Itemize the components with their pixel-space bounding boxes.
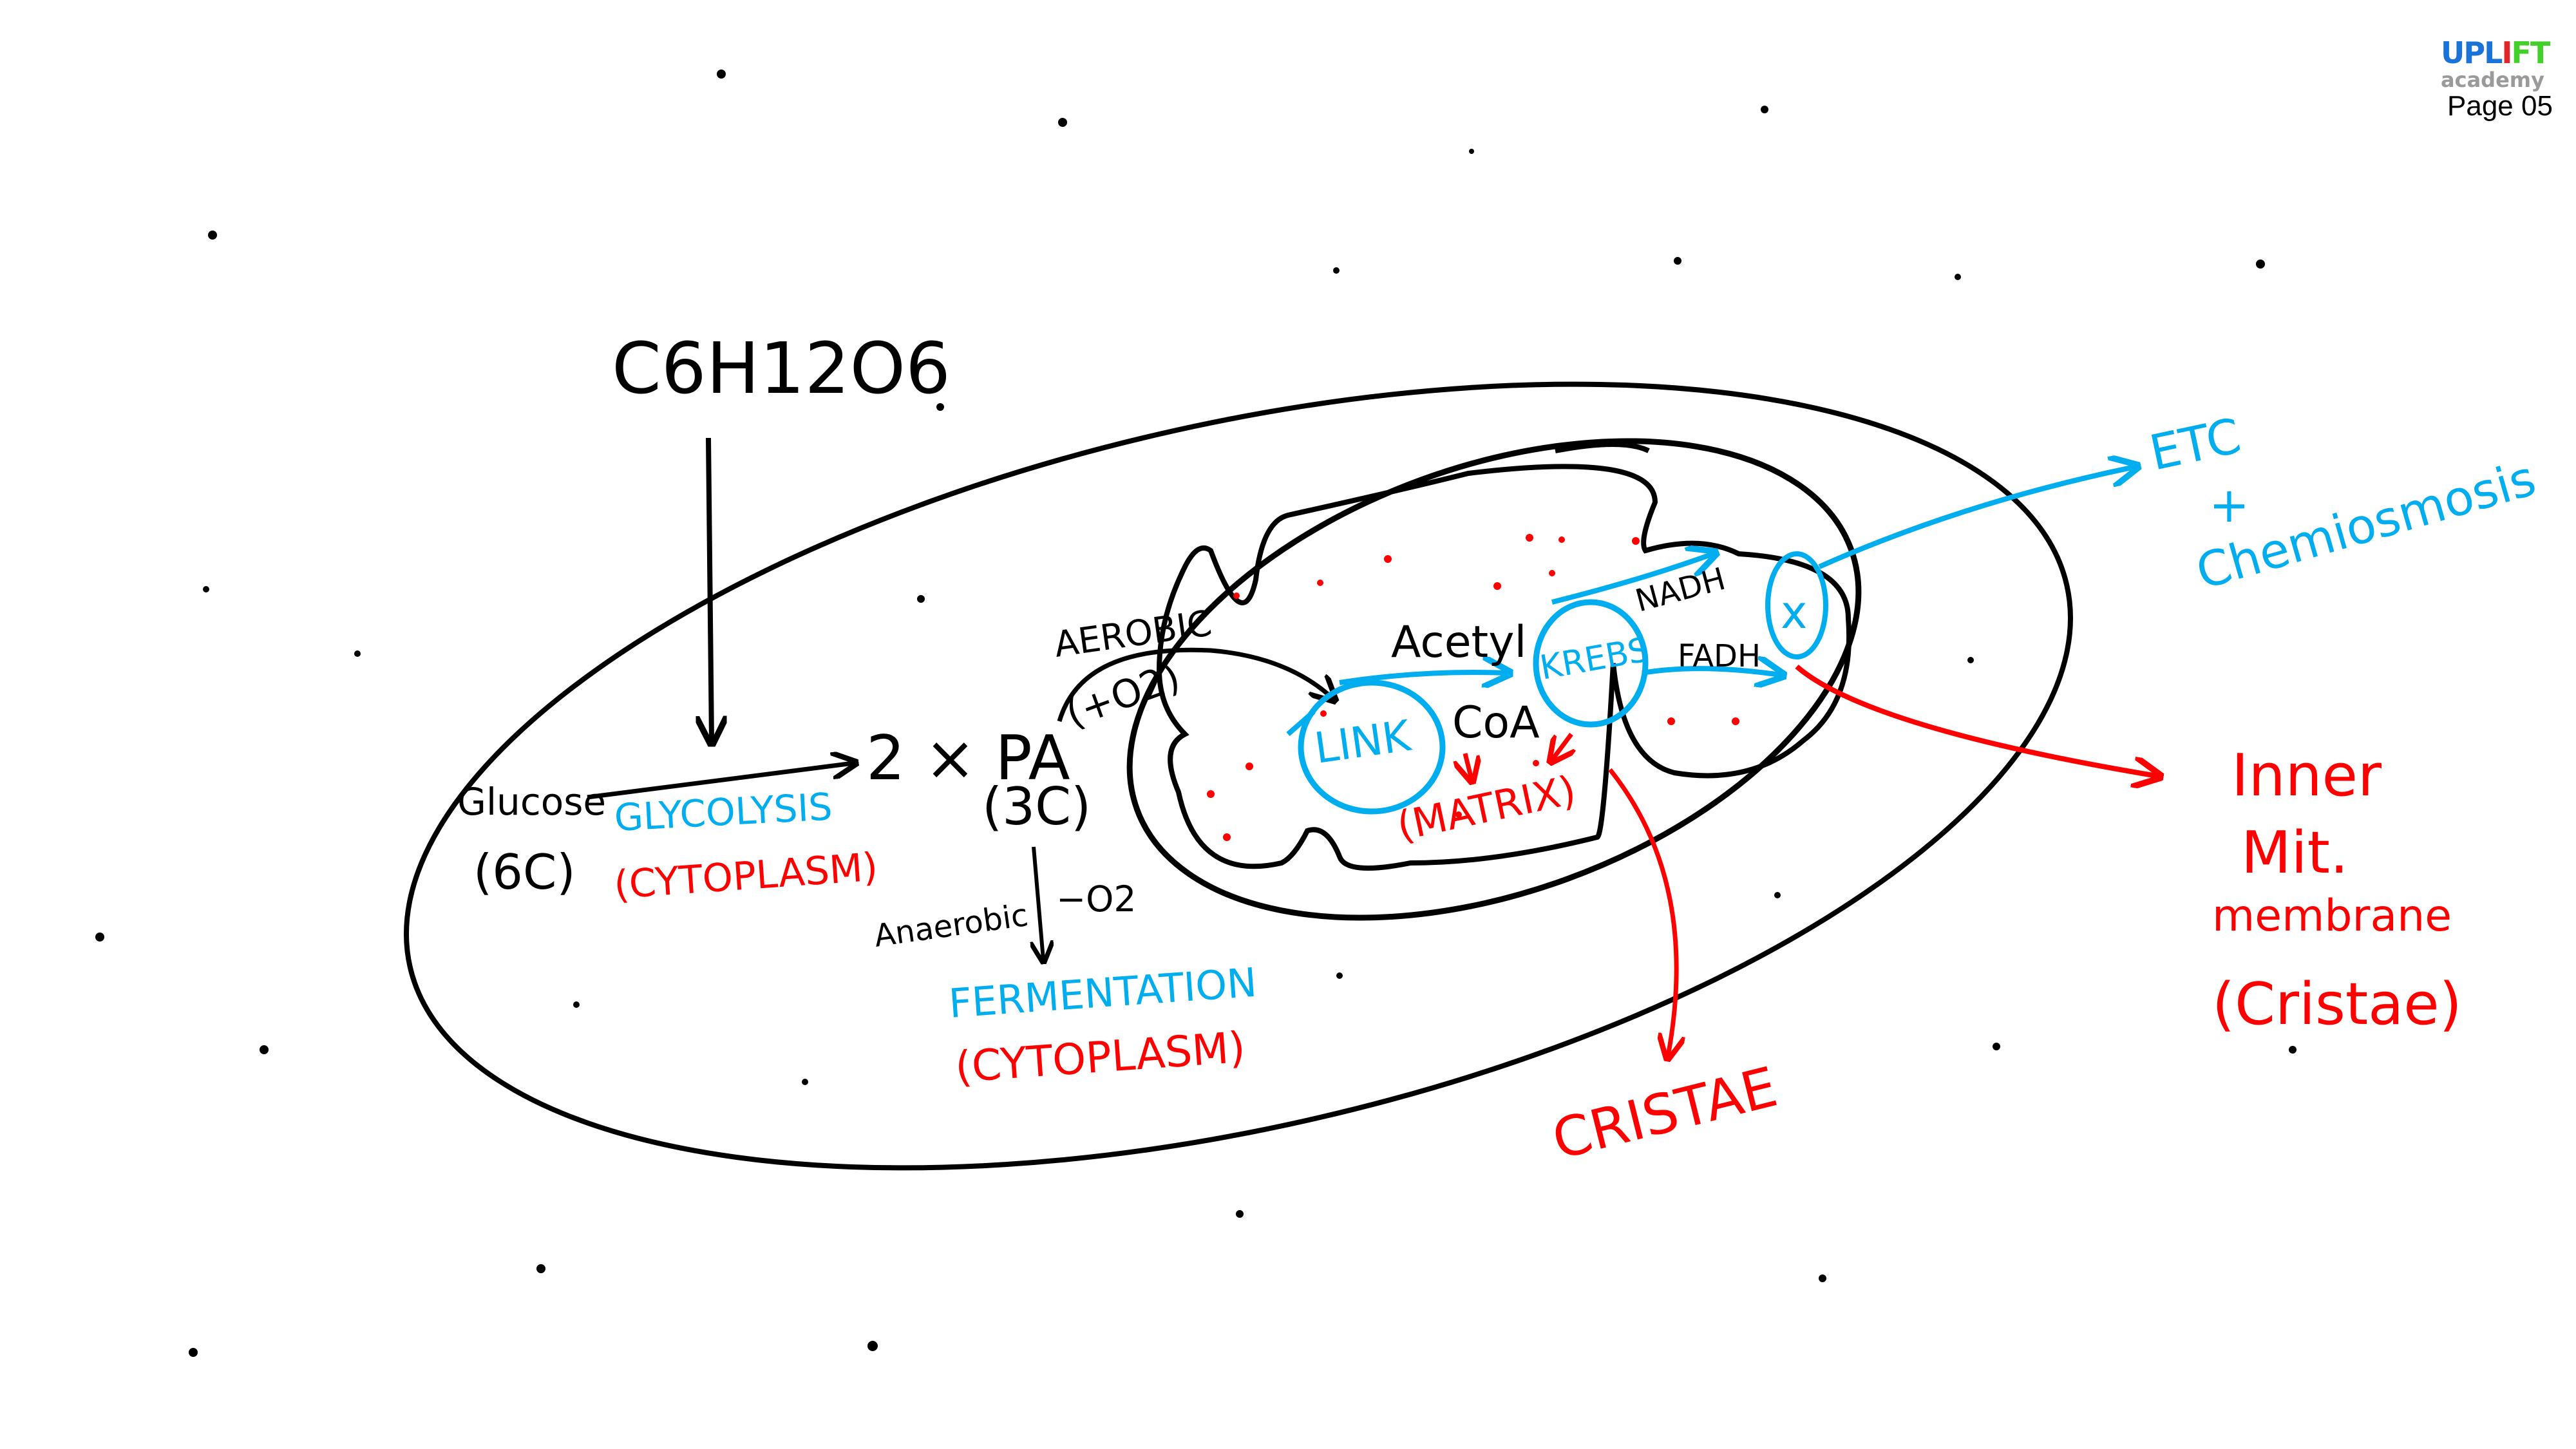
- matrix-arrow-1: [1465, 753, 1472, 779]
- nadh-label: NADH: [1632, 561, 1729, 620]
- aerobic-arrow: [1057, 647, 1333, 722]
- pyruvate-carbons: (3C): [982, 777, 1091, 837]
- etc-arrow: [1818, 467, 2135, 569]
- fadh-label: FADH: [1678, 638, 1761, 674]
- anaerobic-label: Anaerobic: [872, 897, 1030, 954]
- uplift-academy-logo: UPLIFT academy: [2441, 35, 2550, 92]
- mitochondrion-outer-stroke: [1555, 442, 1650, 453]
- pyruvate-label: 2 × PA: [866, 723, 1070, 794]
- glucose-label: Glucose: [457, 780, 606, 824]
- etc-x-mark: x: [1781, 586, 1807, 639]
- anaerobic-arrow: [1034, 846, 1043, 960]
- fermentation-location: (CYTOPLASM): [954, 1023, 1247, 1092]
- link-reaction-circle: [1298, 679, 1446, 815]
- krebs-label: KREBS: [1537, 630, 1653, 688]
- matrix-arrow-2: [1552, 732, 1571, 760]
- inner-membrane-arrow: [1795, 664, 2157, 776]
- krebs-nadh-arrow: [1551, 554, 1713, 605]
- matrix-dots: [1207, 534, 1739, 841]
- cristae-arrow: [1608, 768, 1676, 1056]
- fermentation-label: FERMENTATION: [947, 959, 1258, 1027]
- coa-label: CoA: [1452, 697, 1540, 748]
- etc-plus: +: [2209, 477, 2249, 533]
- mitochondrion-outer-membrane: [1126, 438, 1862, 921]
- krebs-fadh-arrow: [1642, 668, 1781, 675]
- formula-to-glycolysis-arrow: [708, 437, 712, 741]
- inner-membrane-line4: (Cristae): [2212, 971, 2462, 1038]
- matrix-label: (MATRIX): [1393, 766, 1580, 850]
- krebs-cycle-circle: [1533, 599, 1649, 728]
- inner-membrane-line1: Inner: [2231, 742, 2382, 810]
- inner-mitochondrial-membrane: [1156, 464, 1852, 871]
- link-entry-arrow: [1286, 709, 1316, 737]
- inner-membrane-line3: membrane: [2212, 891, 2452, 942]
- page-number: Page 05: [2447, 90, 2553, 122]
- etc-complex-circle: [1765, 551, 1828, 659]
- glucose-carbons: (6C): [473, 844, 576, 900]
- aerobic-condition: (+O2): [1060, 654, 1186, 737]
- background-dots: [95, 70, 2297, 1357]
- acetyl-label: Acetyl: [1391, 617, 1526, 668]
- cristae-label: CRISTAE: [1546, 1056, 1783, 1173]
- link-to-krebs-arrow: [1339, 672, 1507, 683]
- anaerobic-condition: −O2: [1056, 878, 1136, 920]
- glucose-to-pyruvate-arrow: [587, 763, 853, 800]
- inner-membrane-line2: Mit.: [2241, 819, 2349, 887]
- cell-membrane: [404, 381, 2073, 1171]
- link-label: LINK: [1312, 711, 1415, 773]
- glycolysis-label: GLYCOLYSIS: [613, 784, 833, 840]
- glycolysis-location: (CYTOPLASM): [612, 845, 879, 908]
- glucose-formula: C6H12O6: [612, 327, 951, 410]
- etc-label: ETC: [2145, 407, 2245, 481]
